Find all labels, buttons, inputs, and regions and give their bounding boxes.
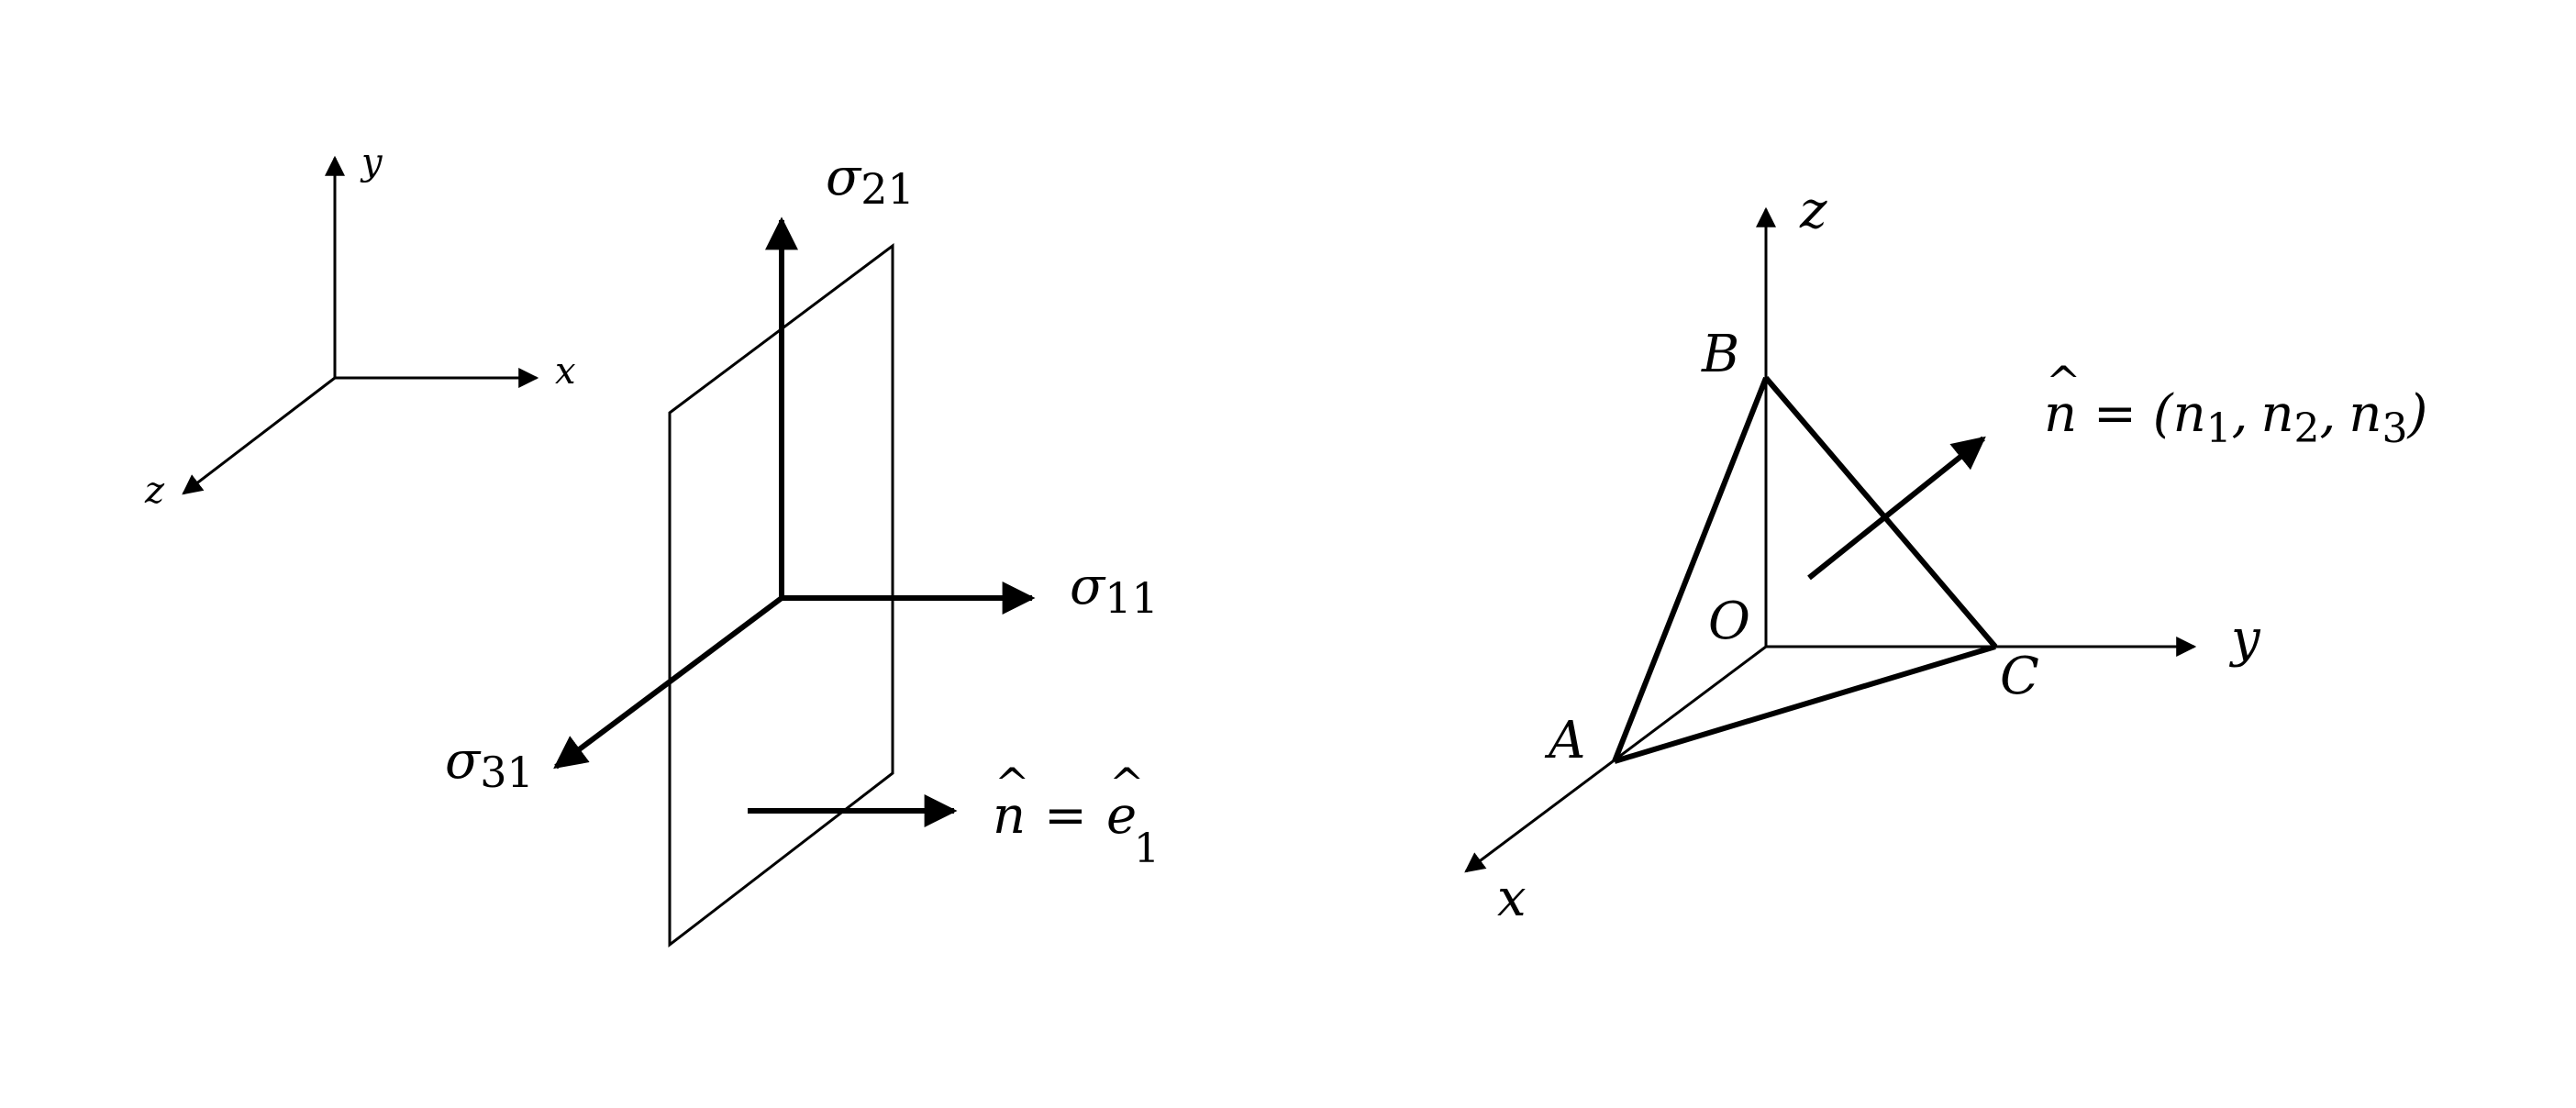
n-hat-letter: n [2044, 384, 2077, 444]
e-hat-subscript: 1 [1134, 825, 1160, 872]
vertex-C-label: C [2000, 647, 2039, 706]
components-tuple: = (n1,n2,n3) [2093, 384, 2427, 452]
ref-z-axis [182, 376, 336, 495]
reference-axes: y x z [144, 141, 576, 512]
e-hat-letter: e [1106, 786, 1137, 846]
edge-BC [1763, 376, 1998, 648]
tetrahedron-diagram: z y x B O C A ^ n = (n1,n2,n3) [1464, 181, 2427, 928]
sigma11-label: σ11 [1070, 557, 1159, 623]
vertex-B-label: B [1701, 325, 1739, 384]
n-hat-letter: n [993, 786, 1026, 846]
plane [668, 243, 894, 948]
normal-e1-label: ^ n = ^ e 1 [993, 759, 1160, 872]
e-hat-hat: ^ [1109, 759, 1145, 808]
ref-z-label: z [144, 470, 165, 512]
ref-y-label: y [360, 141, 383, 183]
normal-arrow-n [1807, 436, 1986, 581]
edge-AB [1612, 376, 1769, 763]
sigma31-label: σ31 [445, 731, 534, 797]
normal-components-label: ^ n = (n1,n2,n3) [2044, 357, 2427, 452]
sigma21-label: σ21 [826, 148, 915, 214]
axis-z-label: z [1799, 181, 1827, 240]
axis-x-label: x [1497, 869, 1527, 928]
vertex-A-label: A [1544, 711, 1585, 770]
ref-x-label: x [555, 350, 576, 393]
stress-plane-diagram: σ21 σ11 σ31 ^ n = ^ e 1 [445, 148, 1160, 948]
equals-sign: = [1044, 786, 1087, 846]
edge-AC [1614, 644, 1996, 764]
origin-O-label: O [1708, 592, 1750, 651]
axis-y-label: y [2228, 609, 2261, 669]
sigma31-arrow [553, 595, 783, 770]
n-hat-hat: ^ [2046, 357, 2082, 406]
n-hat-hat: ^ [994, 759, 1030, 808]
